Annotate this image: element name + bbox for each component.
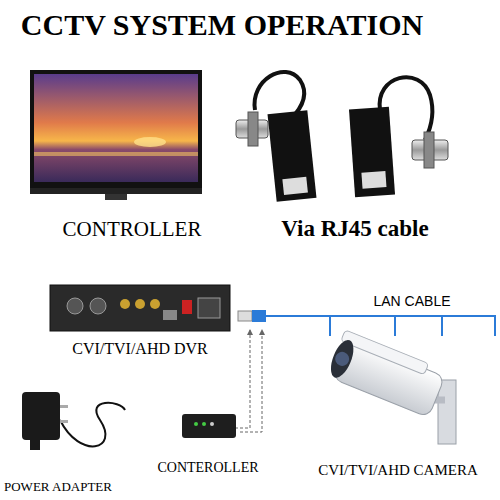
camera-illustration <box>326 330 456 444</box>
tv-illustration <box>30 70 202 200</box>
power-adapter-illustration <box>22 392 125 450</box>
controller-leads <box>235 330 262 432</box>
device-caption: CONTEROLLER <box>157 460 258 475</box>
dvr-illustration <box>50 285 230 331</box>
controller-box-illustration <box>182 414 236 438</box>
device-caption: CVI/TVI/AHD DVR <box>72 340 208 358</box>
cable-label: LAN CABLE <box>371 294 452 309</box>
lan-cable <box>238 310 496 336</box>
title: CCTV SYSTEM OPERATION <box>21 8 423 41</box>
device-caption: POWER ADAPTER <box>4 480 112 494</box>
device-caption: Via RJ45 cable <box>281 216 428 241</box>
device-caption: CVI/TVI/AHD CAMERA <box>318 462 478 479</box>
balun-illustration <box>236 72 448 202</box>
device-caption: CONTROLLER <box>63 218 202 241</box>
